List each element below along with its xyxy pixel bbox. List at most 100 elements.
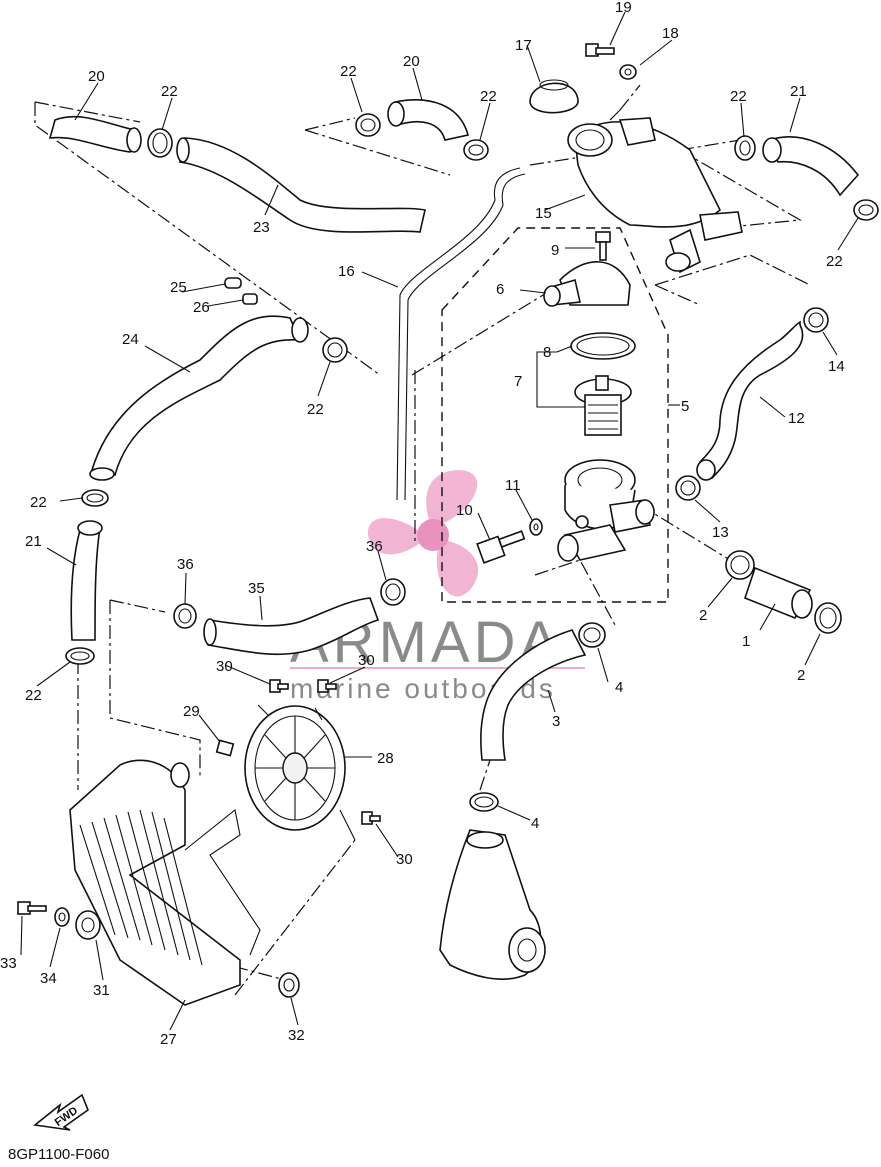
callout-21-a: 21 [790, 83, 807, 100]
thermostat-7 [574, 375, 632, 436]
callout-15: 15 [535, 205, 552, 222]
callout-28: 28 [377, 750, 394, 767]
callout-6: 6 [496, 281, 504, 298]
callout-22-a: 22 [161, 83, 178, 100]
clamp-36-right [380, 578, 406, 606]
water-pump [439, 829, 546, 980]
callout-7: 7 [514, 373, 522, 390]
clamp-22-top-b [463, 139, 489, 161]
hose-21-right [762, 136, 860, 197]
watermark-propeller-logo [367, 470, 479, 597]
callout-11: 11 [505, 477, 521, 494]
cooling-fan-28 [244, 704, 356, 841]
clamp-2-lower [814, 602, 842, 634]
thermostat-cover-6 [543, 261, 631, 307]
callout-16: 16 [338, 263, 355, 280]
fwd-arrow-icon: FWD [33, 1093, 89, 1131]
callout-12: 12 [788, 410, 805, 427]
nut-29 [215, 739, 235, 757]
clamp-22-upper-left [147, 128, 173, 158]
callout-21-b: 21 [25, 533, 42, 550]
clamp-22-right [853, 199, 879, 221]
clamp-4-upper [578, 622, 606, 648]
callout-22-d: 22 [730, 88, 747, 105]
grommet-31 [75, 910, 101, 940]
callout-14: 14 [828, 358, 845, 375]
temp-sensor-10 [476, 530, 526, 564]
callout-3: 3 [552, 713, 560, 730]
hose-20-left [48, 115, 142, 153]
washer-34 [54, 907, 70, 927]
callout-24: 24 [122, 331, 139, 348]
callout-9: 9 [551, 242, 559, 259]
thermostat-assembly-box [441, 227, 669, 603]
callout-27: 27 [160, 1031, 177, 1048]
clamp-22-top-a [355, 113, 381, 137]
callout-26: 26 [193, 299, 210, 316]
hose-24 [89, 315, 309, 481]
hose-23 [176, 137, 426, 233]
diagram-code: 8GP1100-F060 [8, 1146, 110, 1163]
hose-1 [744, 566, 813, 620]
bolt-19 [585, 43, 615, 57]
o-ring-8 [570, 332, 636, 360]
callout-19: 19 [615, 0, 632, 16]
leader-lines [20, 11, 859, 1031]
callout-30-b: 30 [358, 652, 375, 669]
bolt-30-a [269, 679, 289, 693]
hose-12 [696, 320, 804, 481]
collar-32 [278, 972, 300, 998]
callout-5: 5 [681, 398, 689, 415]
hose-21-left [70, 520, 103, 641]
callout-35: 35 [248, 580, 265, 597]
callout-22-c: 22 [480, 88, 497, 105]
callout-17: 17 [515, 37, 532, 54]
reference-lines [34, 84, 811, 996]
hose-35 [203, 597, 380, 656]
callout-30-a: 30 [216, 658, 233, 675]
clamp-4-lower [469, 792, 499, 812]
callout-32: 32 [288, 1027, 305, 1044]
callout-18: 18 [662, 25, 679, 42]
clamp-36-left [173, 603, 197, 629]
clamp-22-upper-right [734, 135, 756, 161]
radiator-27 [69, 759, 261, 1006]
nut-18 [619, 64, 637, 80]
fitting-26 [242, 293, 258, 305]
callout-36-a: 36 [177, 556, 194, 573]
clamp-2-upper [725, 550, 755, 580]
fitting-25 [224, 277, 242, 289]
callout-4-a: 4 [615, 679, 623, 696]
callout-8: 8 [543, 344, 551, 361]
breather-hose-16 [396, 167, 526, 501]
clamp-13 [675, 475, 701, 501]
bolt-9 [595, 231, 611, 261]
callout-20-b: 20 [403, 53, 420, 70]
hose-20-top [387, 99, 469, 141]
clamp-14 [803, 307, 829, 333]
callout-23: 23 [253, 219, 270, 236]
callout-22-h: 22 [25, 687, 42, 704]
callout-2-a: 2 [699, 607, 707, 624]
callout-4-b: 4 [531, 815, 539, 832]
bolt-30-c [361, 811, 381, 825]
clamp-22-left-lower [65, 647, 95, 665]
callout-10: 10 [456, 502, 473, 519]
callout-30-c: 30 [396, 851, 413, 868]
clamp-22-mid [322, 337, 348, 363]
bolt-30-b [317, 679, 337, 693]
callout-22-b: 22 [340, 63, 357, 80]
callout-20-a: 20 [88, 68, 105, 85]
bolt-33 [17, 901, 47, 915]
hose-3 [480, 629, 587, 761]
callout-22-f: 22 [307, 401, 324, 418]
callout-34: 34 [40, 970, 57, 987]
callout-22-e: 22 [826, 253, 843, 270]
callout-2-b: 2 [797, 667, 805, 684]
clamp-22-left-upper [81, 489, 109, 507]
reservoir-tank-15 [567, 117, 743, 274]
callout-33: 33 [0, 955, 17, 972]
callout-labels: 1 2 2 3 4 4 5 6 7 8 9 10 11 12 13 14 15 … [0, 0, 845, 1048]
washer-11 [529, 518, 543, 536]
